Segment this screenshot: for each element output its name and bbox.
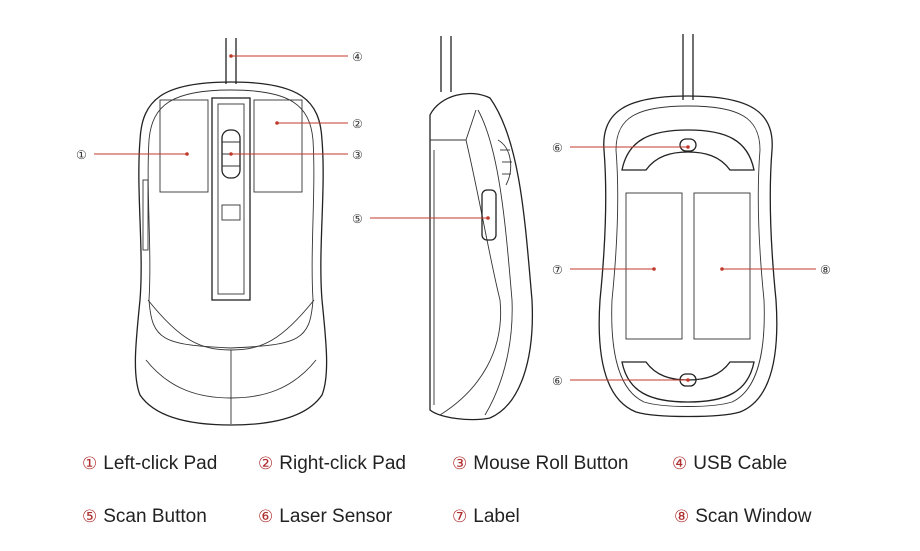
callout-4: ④ [229,50,363,64]
legend-num-1: ① [82,454,98,474]
legend-label-1: Left-click Pad [103,453,218,474]
top-view [134,38,328,426]
callout-4-num: ④ [352,50,363,64]
legend-item-2: ② Right-click Pad [258,453,406,475]
callout-2-num: ② [352,117,363,131]
legend-num-3: ③ [452,454,468,474]
callout-6-num-bottom: ⑥ [552,374,563,388]
bottom-view [598,34,778,418]
legend-label-5: Scan Button [103,506,207,527]
callout-7: ⑦ [552,263,656,277]
legend-label-7: Label [473,506,520,527]
callout-1-num: ① [76,148,87,162]
mouse-diagram: ① ② ③ ④ ⑤ ⑥ ⑥ ⑦ ⑧ [76,34,831,426]
legend-num-6: ⑥ [258,507,274,527]
callout-6-top: ⑥ [552,141,690,155]
callout-1: ① [76,148,189,162]
callout-7-num: ⑦ [552,263,563,277]
callout-3: ③ [229,148,363,162]
callout-2: ② [275,117,363,131]
legend-label-6: Laser Sensor [279,506,393,527]
callout-3-num: ③ [352,148,363,162]
callout-5: ⑤ [352,212,490,226]
legend-item-4: ④ USB Cable [672,453,787,475]
callout-8: ⑧ [720,263,831,277]
legend-label-3: Mouse Roll Button [473,453,629,474]
legend-label-2: Right-click Pad [279,453,406,474]
legend-item-6: ⑥ Laser Sensor [258,506,392,528]
callout-5-num: ⑤ [352,212,363,226]
legend-num-7: ⑦ [452,507,468,527]
legend-label-8: Scan Window [695,506,812,527]
callout-8-num: ⑧ [820,263,831,277]
legend-num-2: ② [258,454,274,474]
legend-label-4: USB Cable [693,453,788,474]
callout-6-num-top: ⑥ [552,141,563,155]
side-view [429,36,534,421]
legend: ① Left-click Pad ② Right-click Pad ③ Mou… [0,440,920,551]
legend-num-4: ④ [672,454,688,474]
callout-6-bottom: ⑥ [552,374,690,388]
legend-item-3: ③ Mouse Roll Button [452,453,629,475]
legend-item-5: ⑤ Scan Button [82,506,207,528]
legend-item-7: ⑦ Label [452,506,520,528]
legend-item-8: ⑧ Scan Window [674,506,811,528]
legend-num-8: ⑧ [674,507,690,527]
legend-item-1: ① Left-click Pad [82,453,217,475]
legend-num-5: ⑤ [82,507,98,527]
